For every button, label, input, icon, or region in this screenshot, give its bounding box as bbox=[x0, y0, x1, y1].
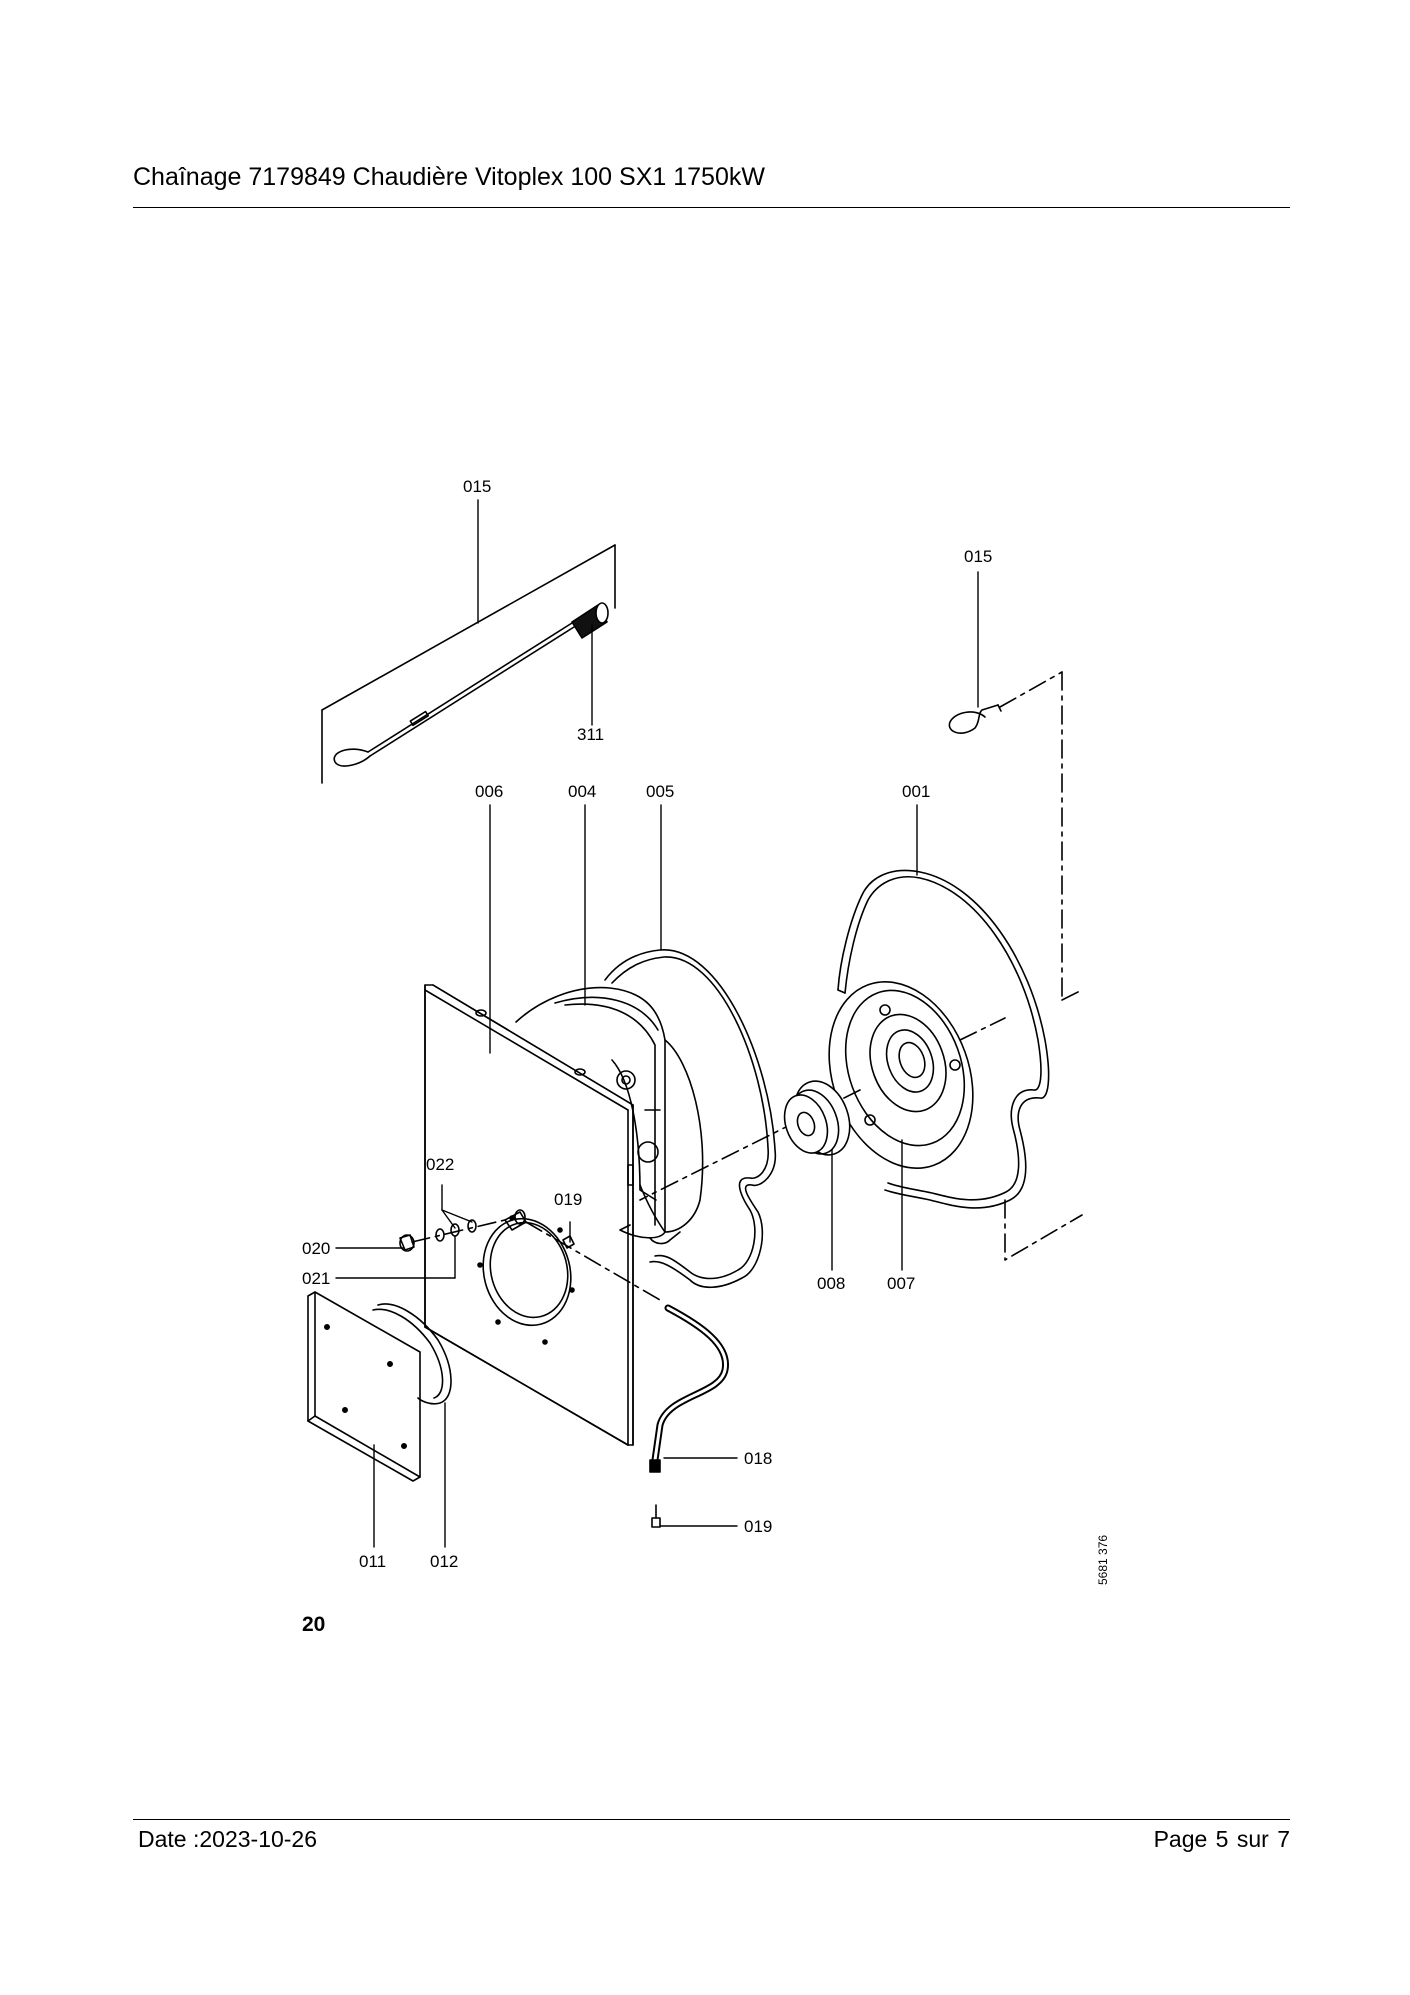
callout-018: 018 bbox=[744, 1449, 772, 1468]
door-plate bbox=[424, 984, 634, 1446]
callout-011: 011 bbox=[359, 1552, 386, 1571]
cleaning-brush-group bbox=[321, 544, 616, 784]
footer-page-number: Page 5 sur 7 bbox=[1153, 1826, 1290, 1852]
cover-gasket bbox=[372, 1303, 452, 1405]
callout-006: 006 bbox=[475, 782, 503, 801]
outer-gasket bbox=[837, 869, 1050, 1209]
door-gasket bbox=[604, 949, 777, 1289]
retaining-clip bbox=[948, 671, 1083, 1001]
callout-001: 001 bbox=[902, 782, 930, 801]
header-divider bbox=[133, 207, 1290, 208]
callout-019-top: 019 bbox=[554, 1190, 582, 1209]
figure-number: 20 bbox=[302, 1613, 326, 1636]
bolt-assembly bbox=[399, 1209, 661, 1301]
page-title: Chaînage 7179849 Chaudière Vitoplex 100 … bbox=[133, 163, 765, 191]
callout-012: 012 bbox=[430, 1552, 458, 1571]
callout-019-bottom: 019 bbox=[744, 1517, 772, 1536]
callout-015-brush: 015 bbox=[463, 477, 491, 496]
leader-lines bbox=[335, 499, 979, 1548]
callout-008: 008 bbox=[817, 1274, 845, 1293]
burner-ring bbox=[639, 981, 1006, 1201]
cover-plate bbox=[307, 1291, 421, 1482]
callout-022: 022 bbox=[426, 1155, 454, 1174]
callout-015-clip: 015 bbox=[964, 547, 992, 566]
drawing-reference: 5681 376 bbox=[1096, 1535, 1110, 1585]
callout-004: 004 bbox=[568, 782, 596, 801]
door-insulation bbox=[515, 986, 704, 1245]
callout-311: 311 bbox=[577, 725, 604, 744]
sight-ring bbox=[783, 1080, 851, 1156]
footer-divider bbox=[133, 1819, 1290, 1820]
footer-date: Date :2023-10-26 bbox=[138, 1826, 318, 1852]
brush-head bbox=[571, 602, 609, 639]
callout-007: 007 bbox=[887, 1274, 915, 1293]
callout-005: 005 bbox=[646, 782, 674, 801]
sensor-cable bbox=[649, 1304, 729, 1528]
callout-021: 021 bbox=[302, 1269, 330, 1288]
callout-020: 020 bbox=[302, 1239, 330, 1258]
